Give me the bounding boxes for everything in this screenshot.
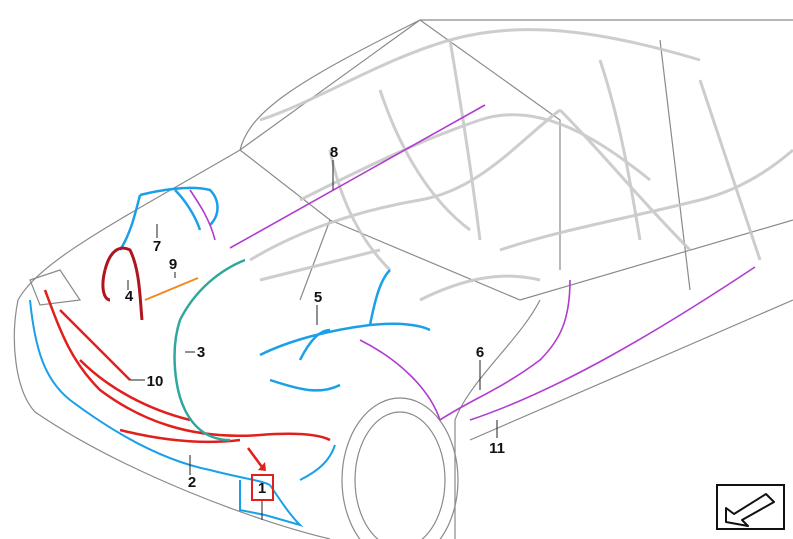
harness-darkred [101, 246, 144, 321]
callout-7[interactable]: 7 [153, 238, 161, 255]
callout-3[interactable]: 3 [197, 344, 205, 361]
harness-magenta [189, 104, 756, 421]
callout-4[interactable]: 4 [125, 288, 134, 305]
callout-10[interactable]: 10 [147, 373, 164, 390]
ghost-harness [249, 28, 793, 302]
callout-1[interactable]: 1 [258, 480, 266, 497]
callout-1-highlight-box [251, 474, 274, 501]
callout-11[interactable]: 11 [489, 440, 505, 457]
highlight-arrow [246, 447, 266, 471]
harness-blue-right [259, 269, 431, 392]
harness-blue [29, 299, 336, 528]
harness-red [43, 289, 331, 444]
navigate-back-button[interactable] [716, 484, 785, 530]
arrow-down-left-icon [725, 493, 775, 527]
harness-orange [144, 277, 199, 301]
car-body-outline [13, 19, 793, 539]
callout-5[interactable]: 5 [314, 289, 322, 306]
callout-9[interactable]: 9 [169, 256, 177, 273]
harness-teal [173, 258, 246, 442]
leader-lines [127, 160, 498, 520]
callout-6[interactable]: 6 [476, 344, 484, 361]
harness-blue-top [118, 186, 219, 251]
callout-8[interactable]: 8 [330, 144, 338, 161]
callout-2[interactable]: 2 [188, 474, 196, 491]
